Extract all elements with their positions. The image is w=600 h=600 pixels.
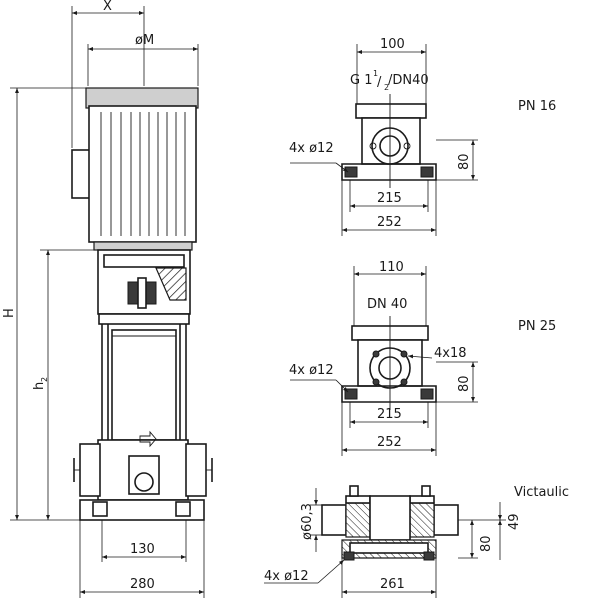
vic-261-label: 261 [380,577,405,592]
pn25-holes-label: 4x ø12 [289,363,334,378]
pn16-g-num: 1 [373,69,378,78]
dim-h2-sub: 2 [40,377,49,382]
dim-130-label: 130 [130,542,155,557]
victaulic-base-view [264,485,506,598]
dim-280-label: 280 [130,577,155,592]
pn25-110-label: 110 [379,260,404,275]
main-dimensions [10,6,205,598]
pn25-dn-label: DN 40 [367,297,407,312]
pump-sleeve [111,329,177,441]
pn25-title: PN 25 [518,319,556,334]
dim-phi-m-label: øM [135,33,154,48]
inlet-flange [79,443,101,497]
dim-h2-main: h [32,382,47,390]
pn16-g-prefix: G 1 [350,73,372,88]
motor-flange [93,241,193,251]
pn16-252-label: 252 [377,215,402,230]
motor-fins [100,112,186,236]
base-plate [79,499,205,521]
pn16-215-label: 215 [377,191,402,206]
pn16-100-label: 100 [380,37,405,52]
dim-h-label: H [2,308,17,318]
pn16-g-suffix: /DN40 [388,73,429,88]
dim-h2-label: h 2 [32,377,49,390]
pn16-80-label: 80 [457,153,472,170]
pump-front-view [71,87,213,521]
pn25-4x18-label: 4x18 [434,346,467,361]
pn25-base-view [290,266,478,456]
pn25-215-label: 215 [377,407,402,422]
pn16-title: PN 16 [518,99,556,114]
motor-cap [85,87,199,109]
coupling [127,281,139,305]
victaulic-title: Victaulic [514,485,569,500]
pn25-80-label: 80 [457,375,472,392]
vic-diameter-label: ø60,3 [300,503,315,540]
vic-80-label: 80 [479,535,494,552]
pn16-holes-label: 4x ø12 [289,141,334,156]
dim-x-label: X [103,0,112,14]
motor-body [88,105,197,243]
pn16-base-view [290,44,478,236]
coupling-guard [155,267,187,301]
pn16-connection-label: G 1 1 / 2 /DN40 [350,69,429,92]
pn16-g-den: 2 [384,83,389,92]
pn25-252-label: 252 [377,435,402,450]
vic-holes-label: 4x ø12 [264,569,309,584]
pn16-g-slash: / [377,75,382,90]
vic-49-label: 49 [507,513,522,530]
